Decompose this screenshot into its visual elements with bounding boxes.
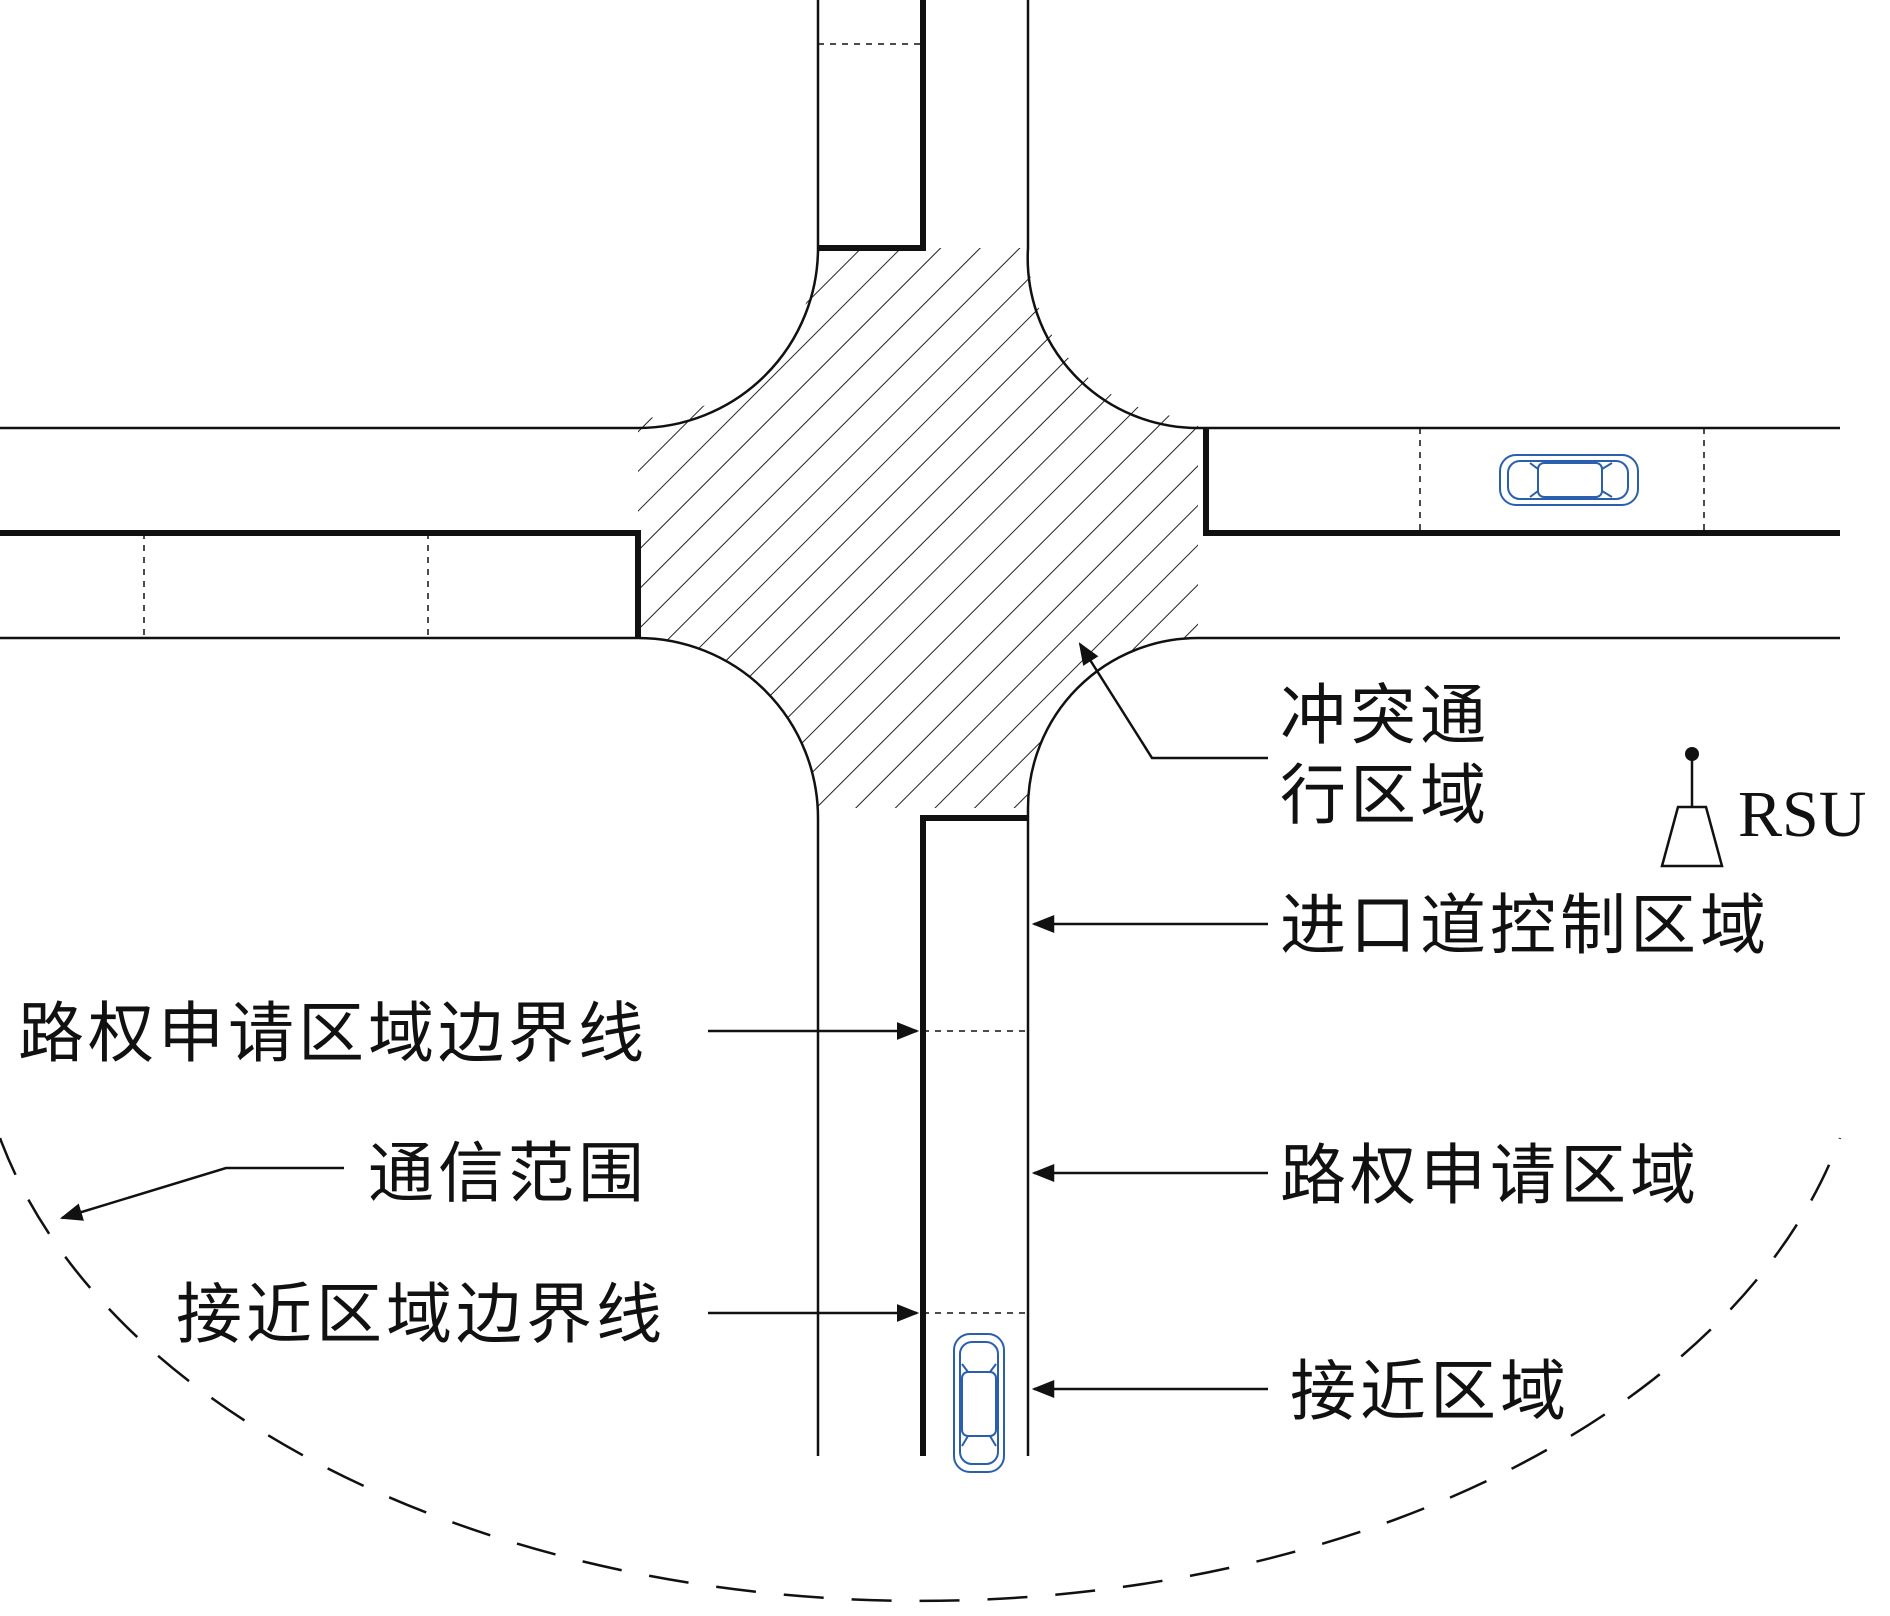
south-stop-line bbox=[920, 815, 1028, 1456]
ne-curb bbox=[1026, 0, 1840, 430]
communication-range-leader bbox=[59, 1166, 344, 1221]
nw-curb bbox=[0, 0, 820, 430]
approach-boundary-label: 接近区域边界线 bbox=[176, 1276, 666, 1353]
center-lines bbox=[0, 0, 1840, 1456]
car-icon-east bbox=[1499, 454, 1639, 506]
conflict-zone-label-line1: 冲突通 bbox=[1280, 677, 1490, 754]
rsu-antenna-icon bbox=[1660, 747, 1724, 868]
west-stop-line bbox=[0, 530, 641, 638]
sw-curb bbox=[0, 636, 820, 1456]
east-stop-line bbox=[1203, 428, 1840, 536]
conflict-zone-label-line2: 行区域 bbox=[1280, 757, 1490, 834]
se-curb bbox=[1026, 636, 1840, 1456]
communication-range-arc bbox=[0, 1137, 1842, 1603]
approach-zone-label: 接近区域 bbox=[1290, 1353, 1570, 1430]
car-icon-south bbox=[953, 1333, 1005, 1473]
road-edges bbox=[0, 0, 1840, 1456]
north-stop-line bbox=[818, 0, 926, 251]
rsu-label: RSU bbox=[1738, 778, 1866, 851]
conflict-zone-leader bbox=[1078, 642, 1268, 760]
leader-lines bbox=[59, 642, 1268, 1398]
labels: 冲突通 行区域 RSU 进口道控制区域 路权申请区域边界线 通信范围 路权申请区… bbox=[18, 677, 1866, 1430]
row-request-boundary-label: 路权申请区域边界线 bbox=[18, 995, 648, 1072]
zone-boundaries bbox=[143, 43, 1705, 1314]
row-request-zone-label: 路权申请区域 bbox=[1280, 1137, 1700, 1214]
entrance-control-zone-label: 进口道控制区域 bbox=[1280, 887, 1770, 964]
communication-range-label: 通信范围 bbox=[368, 1135, 648, 1212]
